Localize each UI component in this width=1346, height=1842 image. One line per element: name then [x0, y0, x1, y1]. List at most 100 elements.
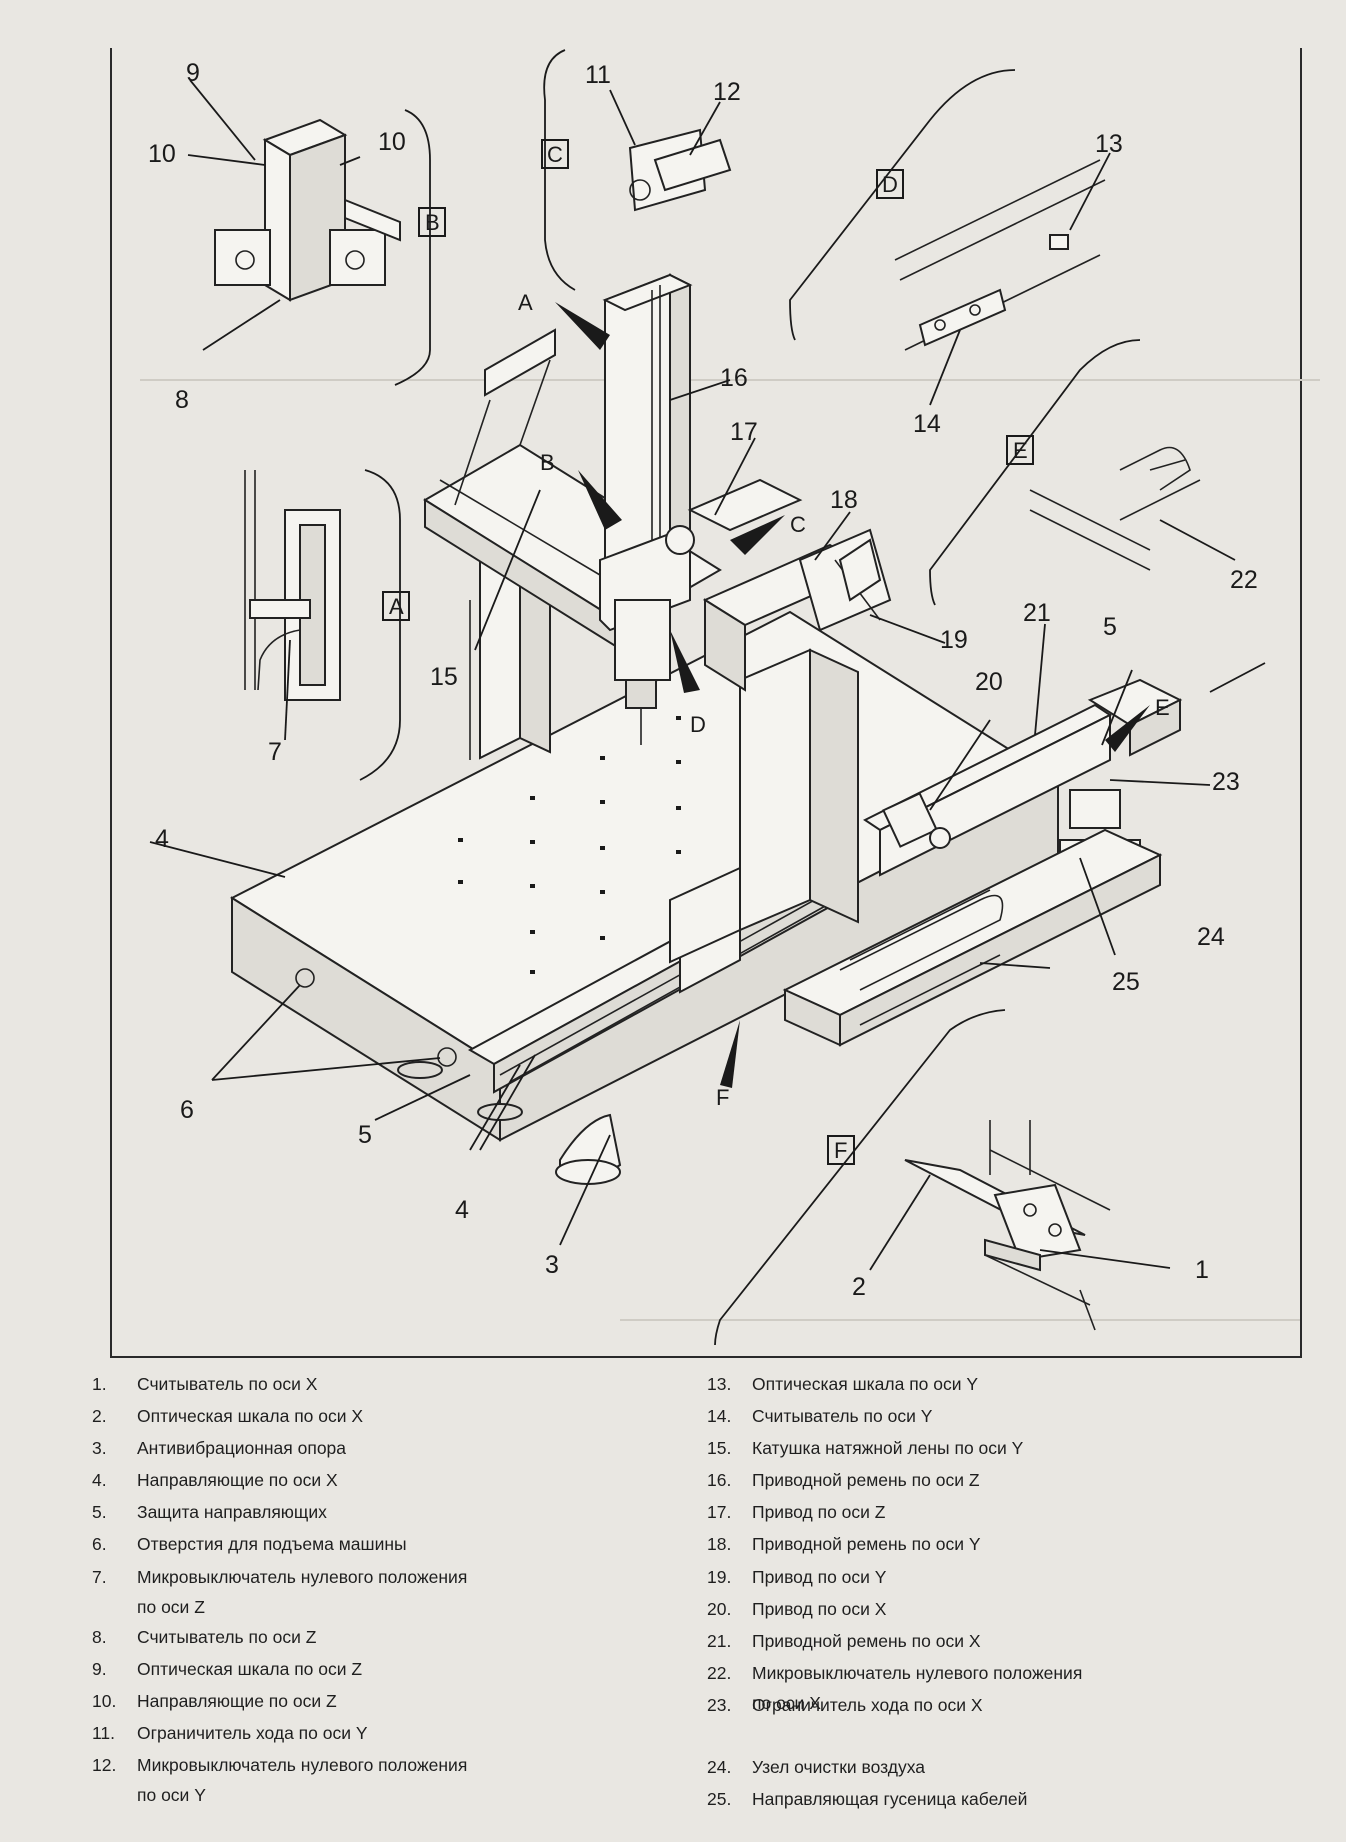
callout-7: 7 — [268, 738, 282, 766]
legend-item-text: Узел очистки воздуха — [752, 1757, 926, 1777]
legend-item-text: Ограничитель хода по оси Y — [137, 1723, 368, 1743]
legend-item-text: Считыватель по оси X — [137, 1374, 318, 1394]
callout-11: 11 — [585, 61, 611, 89]
legend-item-text: Оптическая шкала по оси Y — [752, 1374, 979, 1394]
callout-5-front: 5 — [358, 1121, 372, 1149]
legend-item-number: 23. — [707, 1695, 732, 1715]
callout-17: 17 — [730, 418, 758, 446]
detail-box-f: F — [834, 1138, 847, 1163]
table-holes — [458, 716, 681, 984]
legend-item-number: 1. — [92, 1374, 107, 1394]
legend-item-text: Ограничитель хода по оси X — [752, 1695, 983, 1715]
arrow-label-a: A — [518, 290, 533, 315]
callout-4-base: 4 — [155, 825, 169, 853]
lift-hole — [295, 968, 315, 988]
arrow-label-b: B — [540, 450, 555, 475]
legend-item-text-continued: по оси Z — [137, 1597, 205, 1617]
arrow-c-icon — [730, 515, 785, 555]
legend-item-number: 5. — [92, 1502, 107, 1522]
legend-item-text: Оптическая шкала по оси X — [137, 1406, 364, 1426]
detail-box-e: E — [1013, 438, 1028, 463]
legend-item-text: Привод по оси Z — [752, 1502, 886, 1522]
legend-item-number: 21. — [707, 1631, 732, 1651]
detail-box-c: C — [547, 142, 563, 167]
legend-item-text: Приводной ремень по оси Y — [752, 1534, 981, 1554]
callout-labels: 1 2 3 4 4 5 5 6 7 8 9 10 10 11 12 13 14 … — [148, 59, 1258, 1301]
arrow-label-c: C — [790, 512, 806, 537]
callout-20: 20 — [975, 668, 1003, 696]
legend-item-number: 6. — [92, 1534, 107, 1554]
arrow-d-icon — [670, 630, 700, 693]
callout-18: 18 — [830, 486, 858, 514]
arrow-label-d: D — [690, 712, 706, 737]
callout-9: 9 — [186, 59, 200, 87]
legend-item-number: 15. — [707, 1438, 732, 1458]
callout-21: 21 — [1023, 599, 1051, 627]
legend-item-text: Привод по оси X — [752, 1599, 887, 1619]
legend-item-number: 16. — [707, 1470, 732, 1490]
detail-d-sketch — [894, 159, 1106, 351]
legend-item-number: 9. — [92, 1659, 107, 1679]
anti-vibration-foot — [397, 1061, 622, 1185]
callout-24: 24 — [1197, 923, 1225, 951]
detail-box-labels: A B C D E F — [382, 139, 1034, 1165]
legend-item-text: Направляющие по оси X — [137, 1470, 338, 1490]
callout-10-right: 10 — [378, 128, 406, 156]
arrow-label-e: E — [1155, 695, 1170, 720]
legend-item-text: Считыватель по оси Y — [752, 1406, 933, 1426]
callout-2: 2 — [852, 1273, 866, 1301]
legend-item-text: Антивибрационная опора — [137, 1438, 347, 1458]
detail-e-sketch — [1029, 446, 1201, 571]
arrow-f-icon — [720, 1020, 740, 1088]
lift-hole — [437, 1047, 457, 1067]
legend-item-number: 3. — [92, 1438, 107, 1458]
legend-item-number: 18. — [707, 1534, 732, 1554]
legend-item-text: Катушка натяжной лены по оси Y — [752, 1438, 1024, 1458]
detail-a-sketch — [244, 470, 341, 701]
legend-item-text: Считыватель по оси Z — [137, 1627, 317, 1647]
legend-item-number: 22. — [707, 1663, 732, 1683]
cable-chain — [782, 828, 1163, 1047]
leader-lines — [149, 79, 1266, 1271]
legend-item-text: Приводной ремень по оси Z — [752, 1470, 980, 1490]
callout-15: 15 — [430, 663, 458, 691]
right-pillar — [669, 648, 859, 964]
detail-box-b: B — [425, 210, 440, 235]
callout-14: 14 — [913, 410, 941, 438]
legend-item-text: Микровыключатель нулевого положения — [137, 1755, 468, 1775]
callout-5-right: 5 — [1103, 613, 1117, 641]
legend-item-number: 8. — [92, 1627, 107, 1647]
legend-item-text: Микровыключатель нулевого положения — [752, 1663, 1083, 1683]
legend-item-text: Микровыключатель нулевого положения — [137, 1567, 468, 1587]
callout-13: 13 — [1095, 130, 1123, 158]
callout-1: 1 — [1195, 1256, 1209, 1284]
diagram-frame — [110, 48, 1302, 1358]
callout-22: 22 — [1230, 566, 1258, 594]
legend-item-number: 13. — [707, 1374, 732, 1394]
legend-item-text: Оптическая шкала по оси Z — [137, 1659, 363, 1679]
callout-16: 16 — [720, 364, 748, 392]
legend-item-text: Привод по оси Y — [752, 1567, 887, 1587]
callout-23: 23 — [1212, 768, 1240, 796]
arrow-b-icon — [578, 470, 622, 530]
legend-item-number: 12. — [92, 1755, 117, 1775]
arrow-e-icon — [1105, 705, 1150, 752]
legend-item-text: Приводной ремень по оси X — [752, 1631, 981, 1651]
legend-item-text: Отверстия для подъема машины — [137, 1534, 407, 1554]
legend-item-number: 2. — [92, 1406, 107, 1426]
direction-arrows — [555, 302, 1150, 1088]
callout-12: 12 — [713, 78, 741, 106]
legend-item-number: 7. — [92, 1567, 107, 1587]
callout-6: 6 — [180, 1096, 194, 1124]
legend-item-number: 17. — [707, 1502, 732, 1522]
legend-item-number: 10. — [92, 1691, 117, 1711]
arrow-letter-labels: A B C D E F — [518, 290, 1170, 1110]
arrow-a-icon — [555, 302, 610, 350]
y-carriage — [687, 478, 892, 692]
legend-item-text: Направляющая гусеница кабелей — [752, 1789, 1028, 1809]
callout-19: 19 — [940, 626, 968, 654]
legend-item-number: 24. — [707, 1757, 732, 1777]
legend-item-text-continued: по оси Y — [137, 1785, 206, 1805]
